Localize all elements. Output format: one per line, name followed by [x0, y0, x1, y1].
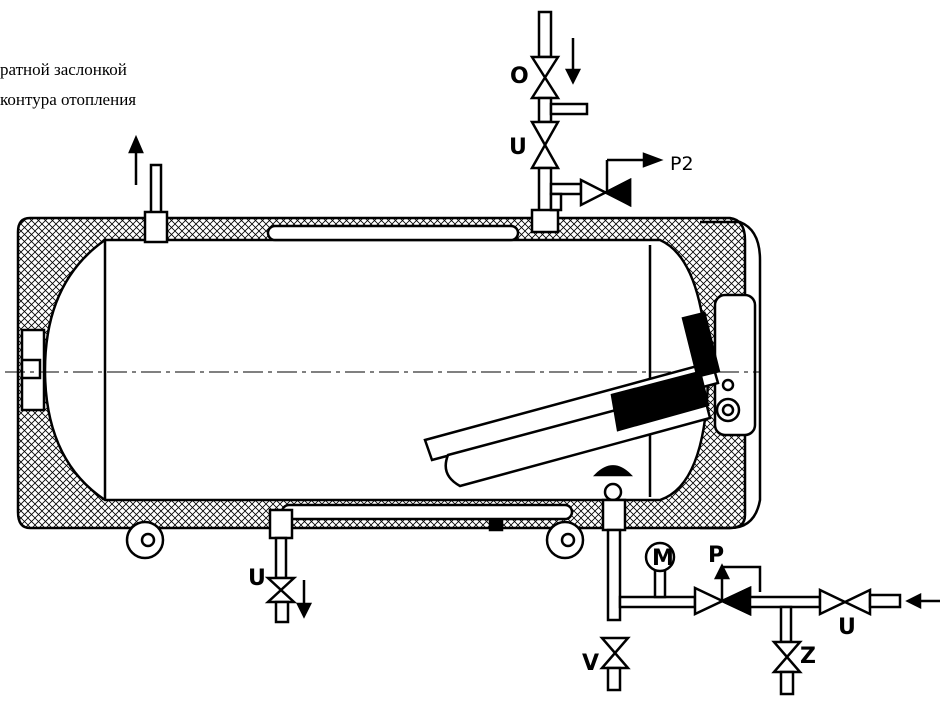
tank-inner-vessel [43, 238, 710, 502]
label-p2: P2 [670, 153, 694, 175]
valve-u-right [818, 588, 872, 616]
top-inlet-assembly [529, 10, 664, 234]
valve-u-bottom [264, 576, 298, 604]
tank-body [16, 216, 762, 530]
label-manometer: M [652, 546, 674, 571]
label-valve-u-bottom: U [248, 566, 266, 591]
top-left-outlet [128, 134, 169, 244]
label-valve-o: O [510, 64, 529, 89]
heating-element [423, 311, 741, 488]
valve-v [599, 636, 631, 670]
caption-line-2: контура отопления [0, 90, 137, 109]
valve-u-top [529, 120, 561, 170]
caption-line-1: ратной заслонкой [0, 60, 127, 79]
wheels [125, 518, 585, 560]
label-valve-u-top: U [509, 135, 527, 160]
label-valve-p: P [708, 543, 724, 568]
label-valve-u-right: U [838, 615, 856, 640]
label-valve-z: Z [800, 644, 816, 669]
manometer [644, 541, 676, 573]
bottom-drain [264, 508, 313, 624]
valve-o [529, 55, 561, 100]
cold-inlet-assembly [592, 465, 940, 696]
label-valve-v: V [582, 651, 599, 676]
valve-z [771, 640, 803, 674]
